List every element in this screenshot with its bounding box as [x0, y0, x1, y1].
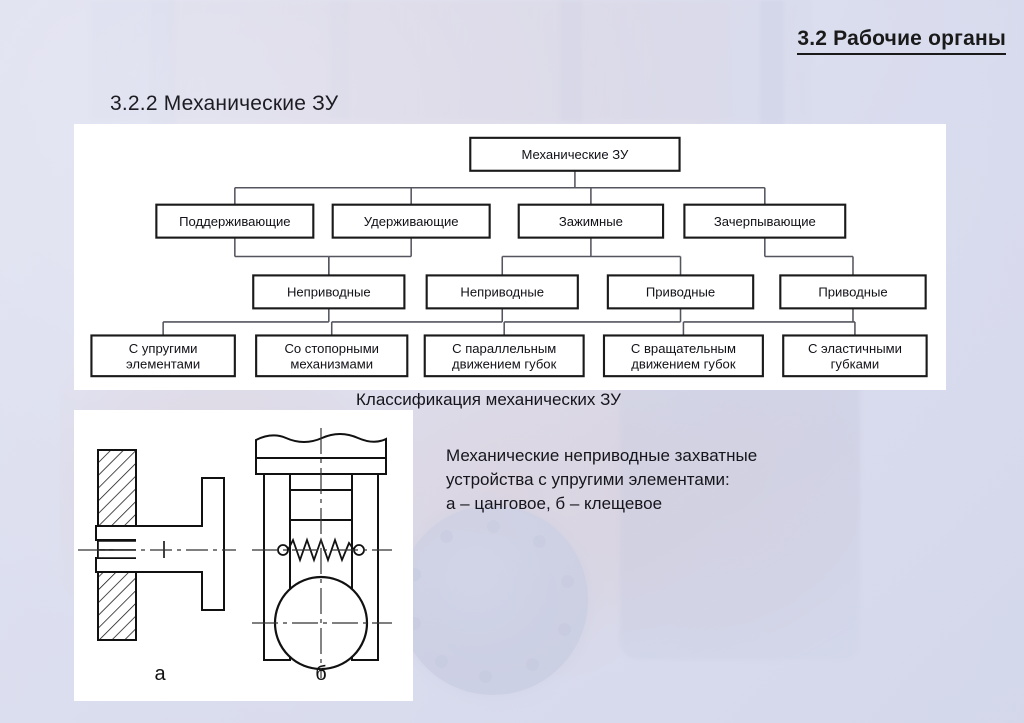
tree-node: Механические ЗУ [469, 136, 681, 172]
gripper-technical-drawing: а [78, 428, 392, 685]
svg-text:Механические ЗУ: Механические ЗУ [521, 147, 629, 162]
tree-node: Поддерживающие [155, 203, 315, 239]
drawing-view-a: а [78, 449, 236, 685]
svg-text:С упругими: С упругими [129, 341, 198, 356]
svg-text:Зажимные: Зажимные [559, 214, 623, 229]
svg-text:Неприводные: Неприводные [287, 285, 371, 300]
svg-text:Со стопорными: Со стопорными [284, 341, 379, 356]
tree-node: Удерживающие [331, 203, 491, 239]
body-text: Механические неприводные захватные устро… [446, 446, 758, 513]
svg-text:Поддерживающие: Поддерживающие [179, 214, 290, 229]
tree-node: Неприводные [425, 274, 579, 310]
technical-drawing-panel: а [74, 410, 413, 701]
tree-nodes: Механические ЗУ Поддерживающие Удерживающи… [90, 136, 928, 378]
svg-text:Удерживающие: Удерживающие [364, 214, 459, 229]
svg-text:Неприводные: Неприводные [460, 285, 544, 300]
drawing-label-a: а [154, 663, 166, 685]
classification-tree: Механические ЗУ Поддерживающие Удерживающи… [90, 136, 928, 378]
svg-text:губками: губками [831, 356, 880, 371]
svg-text:С параллельным: С параллельным [452, 341, 556, 356]
tree-node: Приводные [606, 274, 755, 310]
svg-text:движением губок: движением губок [452, 356, 557, 371]
classification-diagram-panel: Механические ЗУ Поддерживающие Удерживающи… [74, 124, 946, 390]
tree-node: Зажимные [517, 203, 665, 239]
svg-text:С вращательным: С вращательным [631, 341, 736, 356]
chart-caption: Классификация механических ЗУ [356, 390, 621, 409]
tree-node: Неприводные [252, 274, 406, 310]
svg-text:элементами: элементами [126, 356, 200, 371]
svg-text:Приводные: Приводные [646, 285, 715, 300]
svg-text:С эластичными: С эластичными [808, 341, 902, 356]
svg-text:механизмами: механизмами [290, 356, 373, 371]
section-heading: 3.2.2 Механические ЗУ [110, 92, 339, 115]
svg-text:движением губок: движением губок [631, 356, 736, 371]
tree-node: Приводные [779, 274, 927, 310]
tree-connectors [162, 170, 856, 336]
drawing-view-b: б [252, 428, 392, 685]
drawing-label-b: б [315, 663, 326, 685]
slide-title: 3.2 Рабочие органы [797, 27, 1006, 55]
svg-text:Зачерпывающие: Зачерпывающие [714, 214, 816, 229]
tree-node: Зачерпывающие [683, 203, 847, 239]
svg-text:Приводные: Приводные [818, 285, 887, 300]
